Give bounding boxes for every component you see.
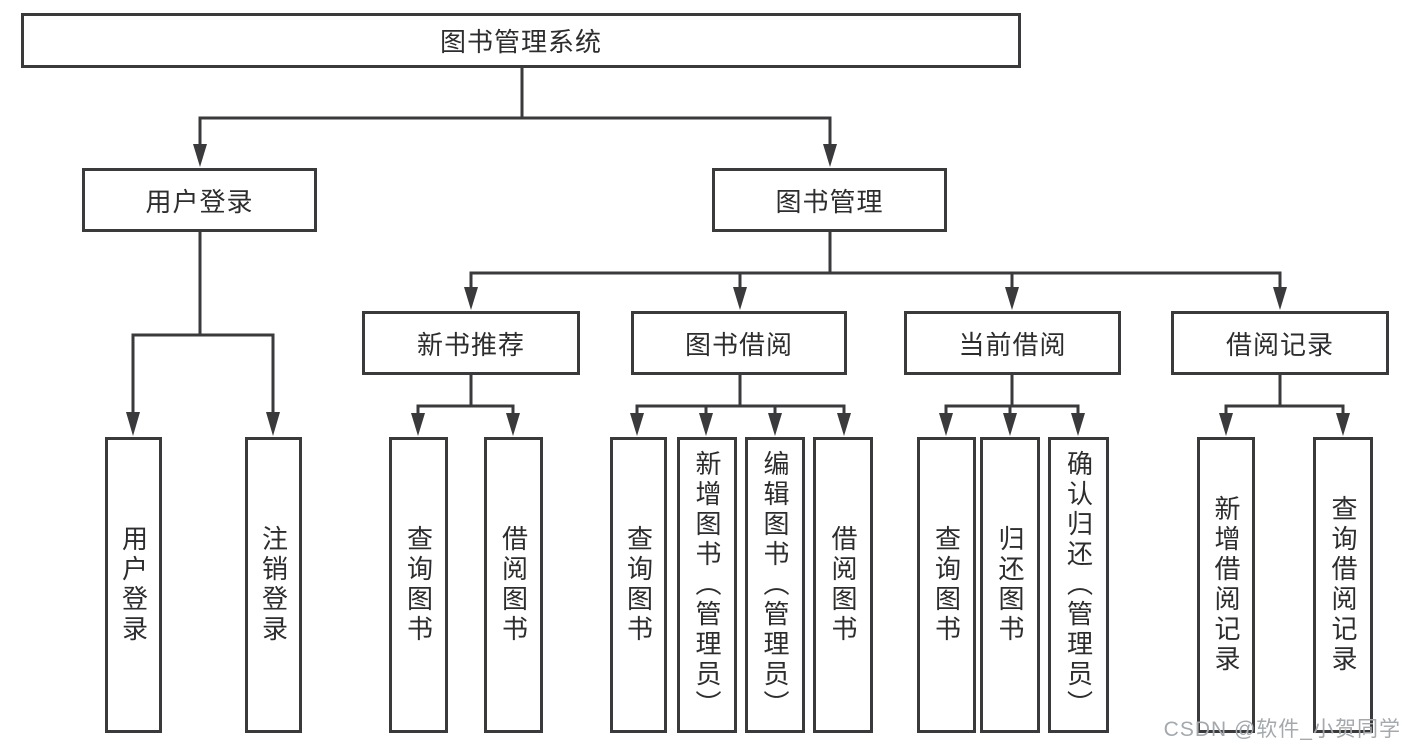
node-user-login-leaf: 用户登录 <box>105 437 162 733</box>
node-record-query-record: 查询借阅记录 <box>1313 437 1373 733</box>
node-current-confirm-return-admin: 确认归还（管理员） <box>1048 437 1109 733</box>
node-rec-borrow-books: 借阅图书 <box>484 437 543 733</box>
node-borrow-borrow-books: 借阅图书 <box>813 437 873 733</box>
node-current-borrowing: 当前借阅 <box>904 311 1121 375</box>
csdn-watermark: CSDN @软件_小贺同学 <box>1163 718 1401 741</box>
node-rec-query-books: 查询图书 <box>389 437 448 733</box>
node-new-book-recommend: 新书推荐 <box>362 311 580 375</box>
node-borrow-add-books-admin: 新增图书（管理员） <box>677 437 737 733</box>
node-current-query-books: 查询图书 <box>917 437 976 733</box>
node-user-login: 用户登录 <box>82 168 317 232</box>
node-record-add-record: 新增借阅记录 <box>1197 437 1255 733</box>
node-current-return-books: 归还图书 <box>980 437 1040 733</box>
node-book-management: 图书管理 <box>712 168 947 232</box>
node-borrowing-records: 借阅记录 <box>1171 311 1389 375</box>
node-borrow-query-books: 查询图书 <box>610 437 667 733</box>
node-book-borrowing: 图书借阅 <box>631 311 847 375</box>
node-root: 图书管理系统 <box>21 13 1021 68</box>
node-logout: 注销登录 <box>245 437 302 733</box>
node-borrow-edit-books-admin: 编辑图书（管理员） <box>745 437 805 733</box>
